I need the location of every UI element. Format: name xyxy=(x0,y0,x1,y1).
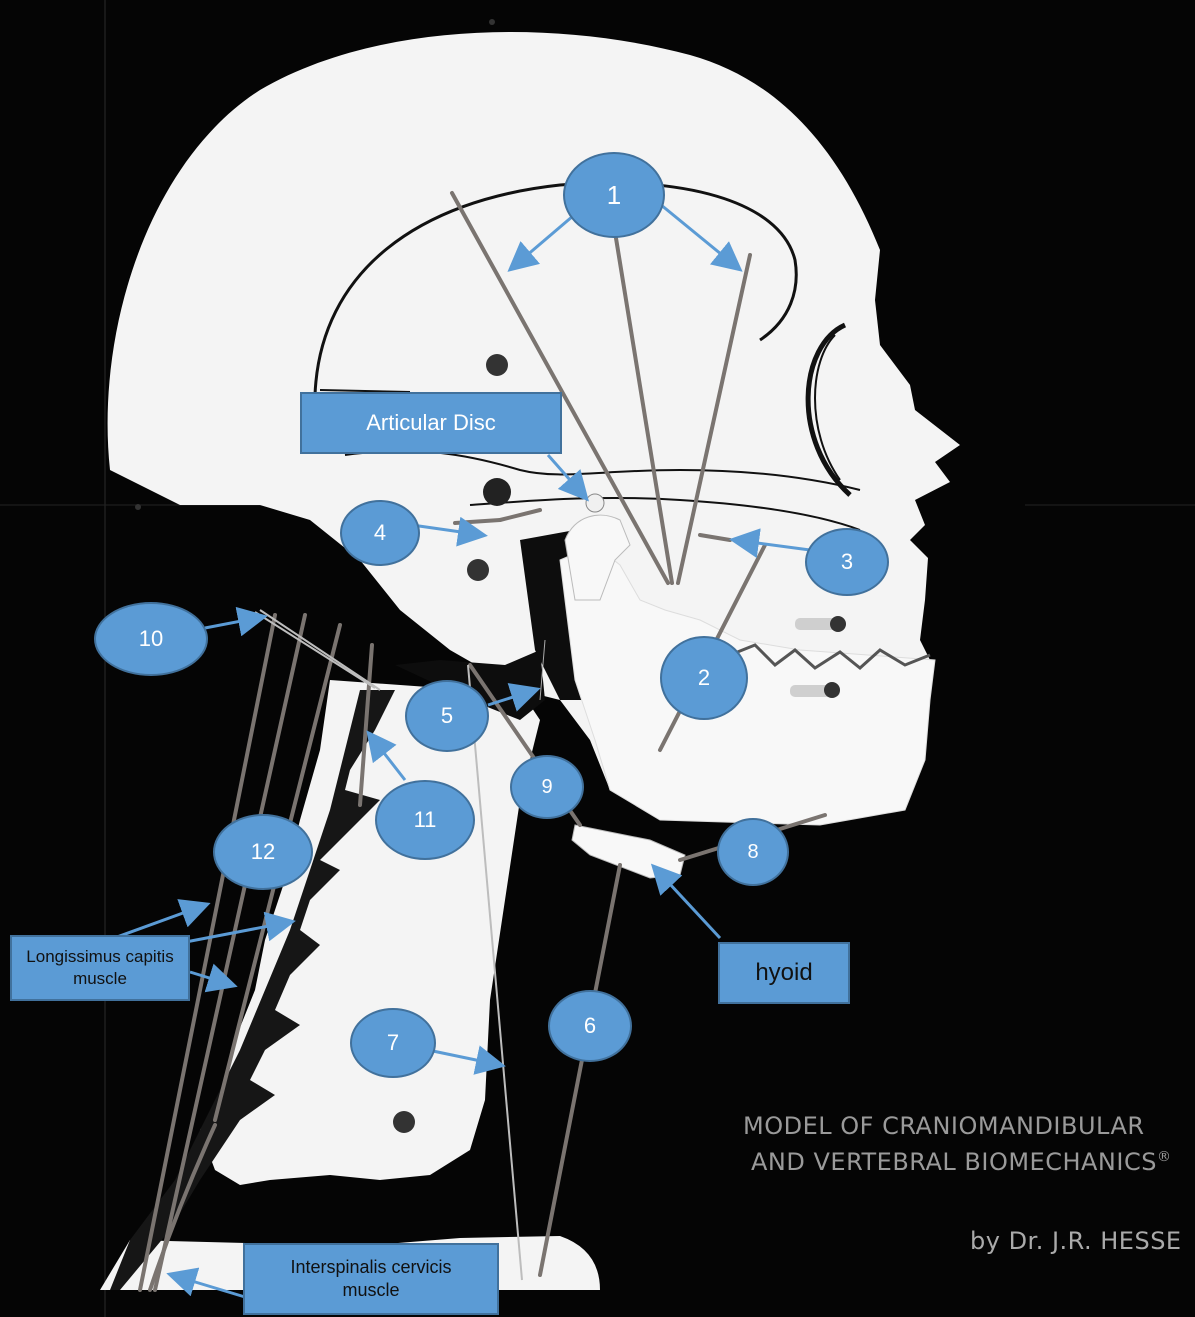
label-12: 12 xyxy=(213,814,313,890)
label-7: 7 xyxy=(350,1008,436,1078)
credit-title-line1: MODEL OF CRANIOMANDIBULAR xyxy=(743,1112,1145,1140)
label-2: 2 xyxy=(660,636,748,720)
label-8: 8 xyxy=(717,818,789,886)
label-10: 10 xyxy=(94,602,208,676)
interspinalis-callout: Interspinalis cervicis muscle xyxy=(243,1243,499,1315)
credit-title-line2: AND VERTEBRAL BIOMECHANICS® xyxy=(751,1148,1171,1176)
label-9: 9 xyxy=(510,755,584,819)
registered-mark: ® xyxy=(1157,1149,1172,1165)
label-1: 1 xyxy=(563,152,665,238)
label-6: 6 xyxy=(548,990,632,1062)
hyoid-callout: hyoid xyxy=(718,942,850,1004)
articular-disc-callout: Articular Disc xyxy=(300,392,562,454)
label-11: 11 xyxy=(375,780,475,860)
credit-title-line2-text: AND VERTEBRAL BIOMECHANICS xyxy=(751,1148,1157,1176)
label-5: 5 xyxy=(405,680,489,752)
credit-author: by Dr. J.R. HESSE xyxy=(970,1227,1182,1255)
hyoid-bone xyxy=(572,825,685,878)
label-3: 3 xyxy=(805,528,889,596)
longissimus-callout: Longissimus capitis muscle xyxy=(10,935,190,1001)
label-4: 4 xyxy=(340,500,420,566)
